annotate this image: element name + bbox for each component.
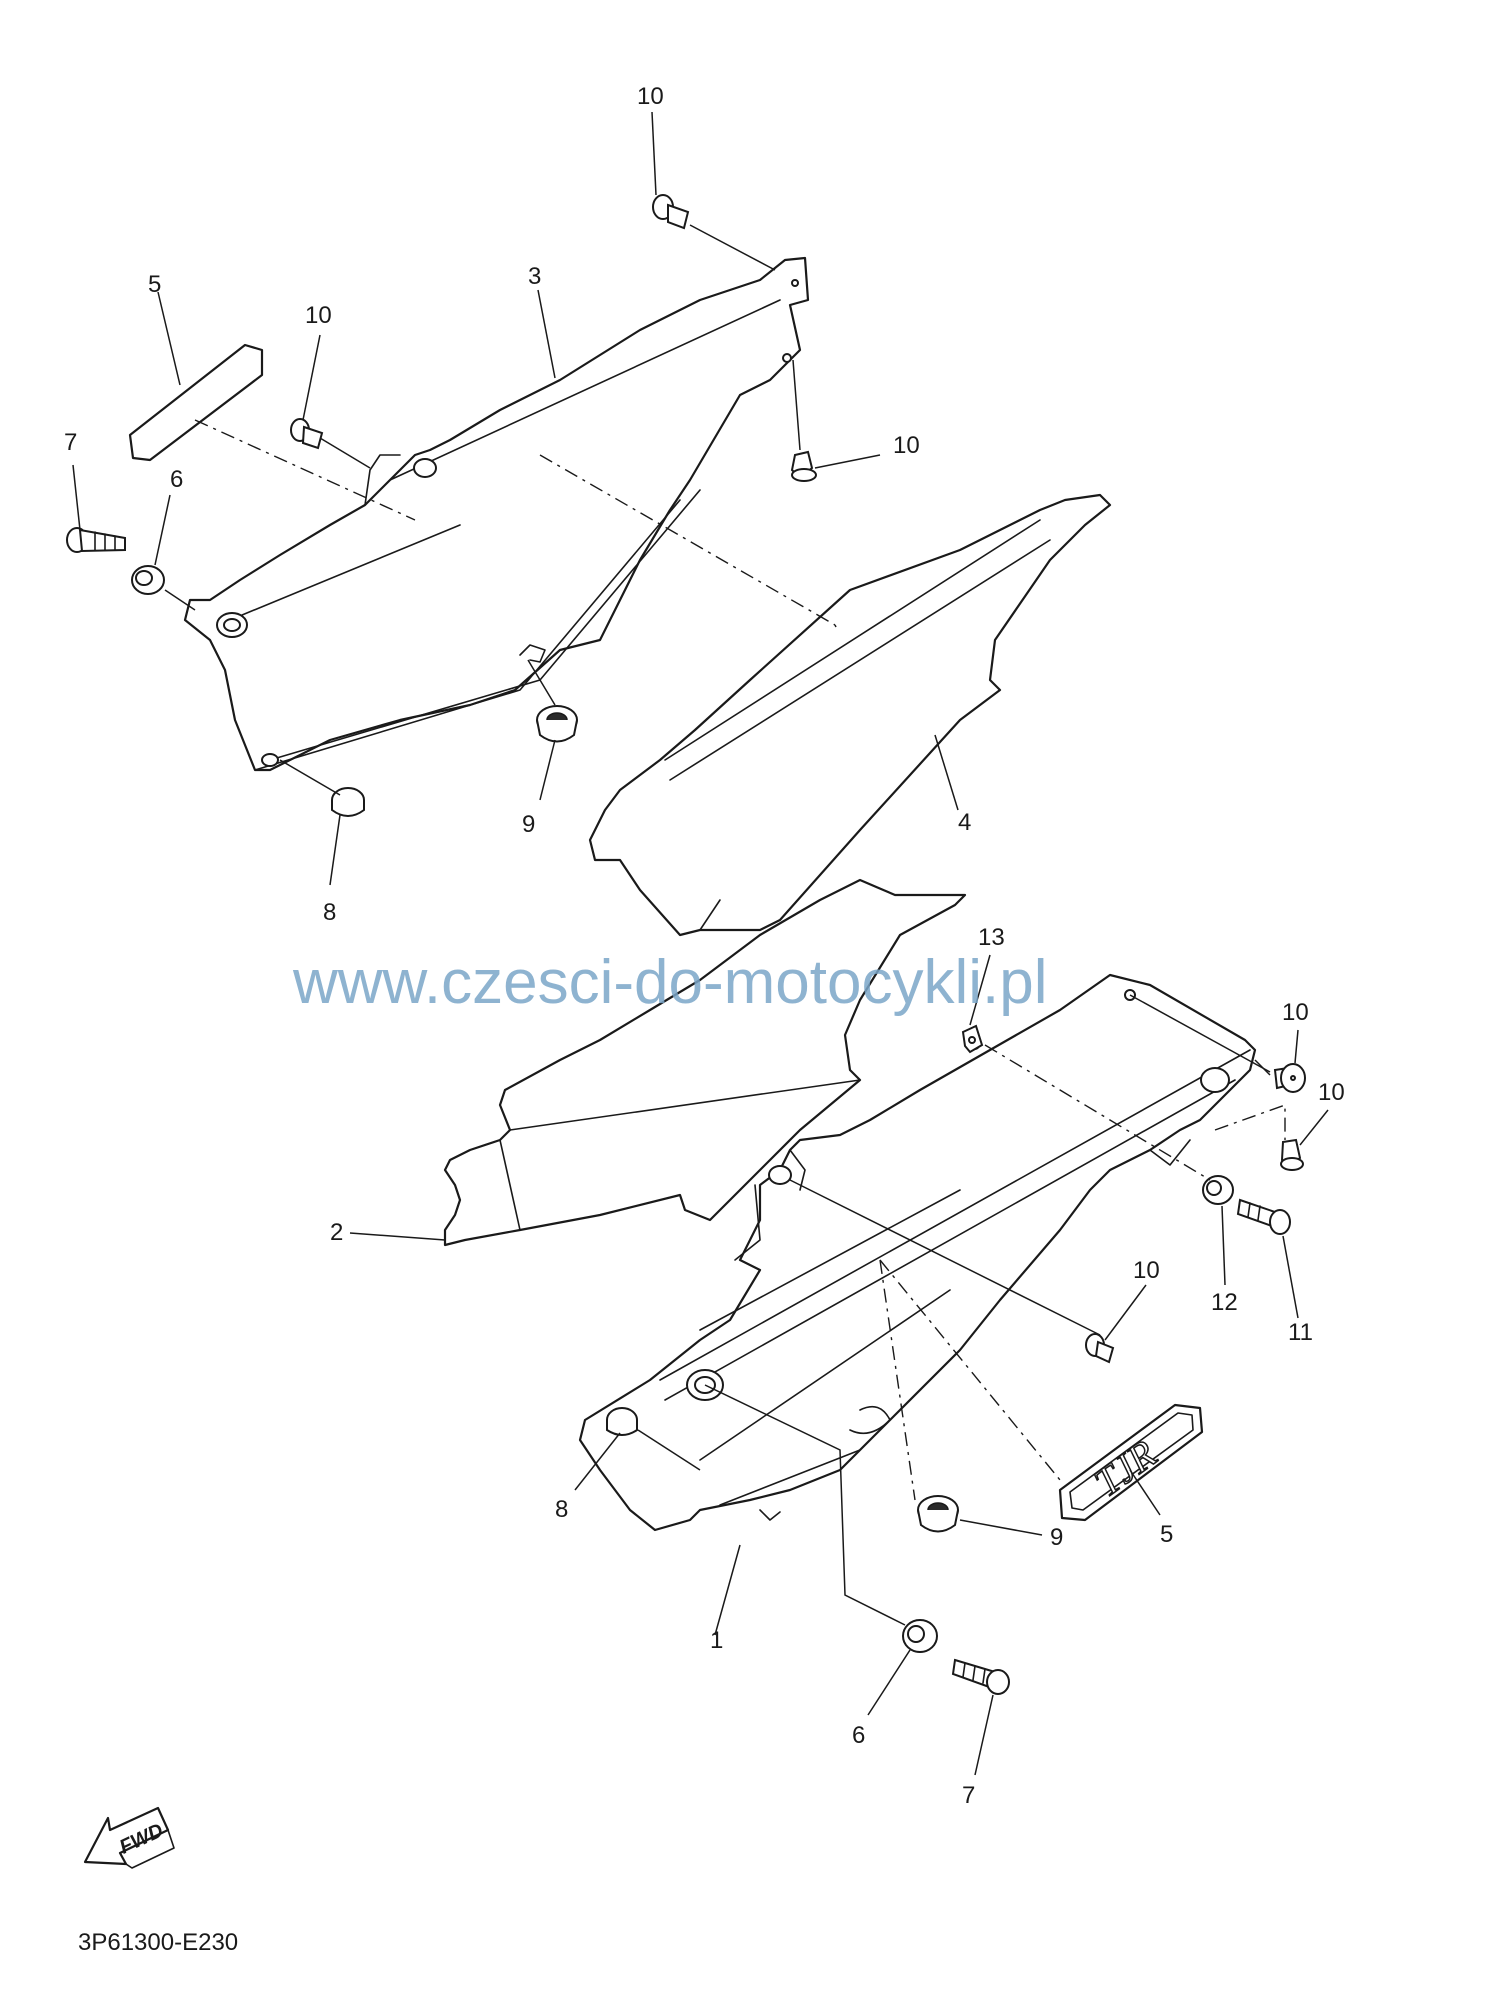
part-12-collar bbox=[1202, 1175, 1234, 1205]
part-10-clip-upper-left bbox=[290, 418, 324, 450]
part-2-side-cover-panel bbox=[443, 878, 967, 1247]
callout-2: 2 bbox=[330, 1219, 343, 1246]
callout-10-upper-right: 10 bbox=[893, 432, 920, 459]
part-10-clip-upper-top bbox=[652, 194, 690, 230]
callout-5-upper: 5 bbox=[148, 271, 161, 298]
upper-leaders bbox=[164, 224, 837, 796]
part-5-emblem-lower: TJR bbox=[1058, 1403, 1204, 1522]
part-7-bolt-lower bbox=[951, 1658, 1010, 1695]
callout-8-lower: 8 bbox=[555, 1496, 568, 1523]
callout-9-lower: 9 bbox=[1050, 1524, 1063, 1551]
part-10-clip-upper-right bbox=[790, 450, 817, 482]
part-6-collar-lower bbox=[902, 1619, 938, 1653]
callout-5-lower: 5 bbox=[1160, 1521, 1173, 1548]
callout-1: 1 bbox=[710, 1627, 723, 1654]
fwd-arrow-icon: FWD bbox=[83, 1806, 175, 1869]
lower-leaders bbox=[637, 994, 1286, 1626]
part-9-grommet-upper bbox=[536, 705, 578, 743]
callout-12: 12 bbox=[1211, 1289, 1238, 1316]
part-10-clip-lower-right-top bbox=[1273, 1063, 1306, 1093]
part-3-side-cover bbox=[183, 256, 810, 772]
part-5-emblem-upper bbox=[128, 343, 264, 462]
callout-6-lower: 6 bbox=[852, 1722, 865, 1749]
callout-10-lower-right-top: 10 bbox=[1282, 999, 1309, 1026]
part-7-bolt-upper bbox=[66, 527, 126, 553]
callout-13: 13 bbox=[978, 924, 1005, 951]
diagram-code: 3P61300-E230 bbox=[78, 1929, 238, 1956]
part-4-side-cover-panel bbox=[588, 493, 1112, 937]
callout-10-lower-right: 10 bbox=[1318, 1079, 1345, 1106]
callout-labels: 10 3 5 10 7 6 10 9 4 8 13 10 10 2 10 12 … bbox=[64, 83, 1345, 1809]
part-1-side-cover bbox=[578, 973, 1257, 1532]
callout-11: 11 bbox=[1288, 1319, 1313, 1346]
callout-8-upper: 8 bbox=[323, 899, 336, 926]
part-10-clip-lower-right-bottom bbox=[1280, 1138, 1304, 1171]
callout-7-lower: 7 bbox=[962, 1782, 975, 1809]
part-8-grommet-lower bbox=[606, 1407, 638, 1436]
watermark-url: www.czesci-do-motocykli.pl bbox=[292, 948, 1048, 1017]
callout-7-upper: 7 bbox=[64, 429, 77, 456]
part-11-bolt bbox=[1236, 1198, 1291, 1235]
callout-10-lower-center: 10 bbox=[1133, 1257, 1160, 1284]
part-8-grommet-upper bbox=[331, 787, 365, 817]
callout-10-upper-left: 10 bbox=[305, 302, 332, 329]
callout-3: 3 bbox=[528, 263, 541, 290]
callout-9-upper: 9 bbox=[522, 811, 535, 838]
callout-leaders bbox=[72, 111, 1329, 1776]
callout-4: 4 bbox=[958, 809, 971, 836]
callout-6-upper: 6 bbox=[170, 466, 183, 493]
part-9-grommet-lower bbox=[917, 1495, 959, 1533]
callout-10-top: 10 bbox=[637, 83, 664, 110]
part-6-collar-upper bbox=[131, 565, 165, 595]
part-13-bracket bbox=[961, 1024, 984, 1054]
part-10-clip-lower-center bbox=[1085, 1333, 1115, 1364]
